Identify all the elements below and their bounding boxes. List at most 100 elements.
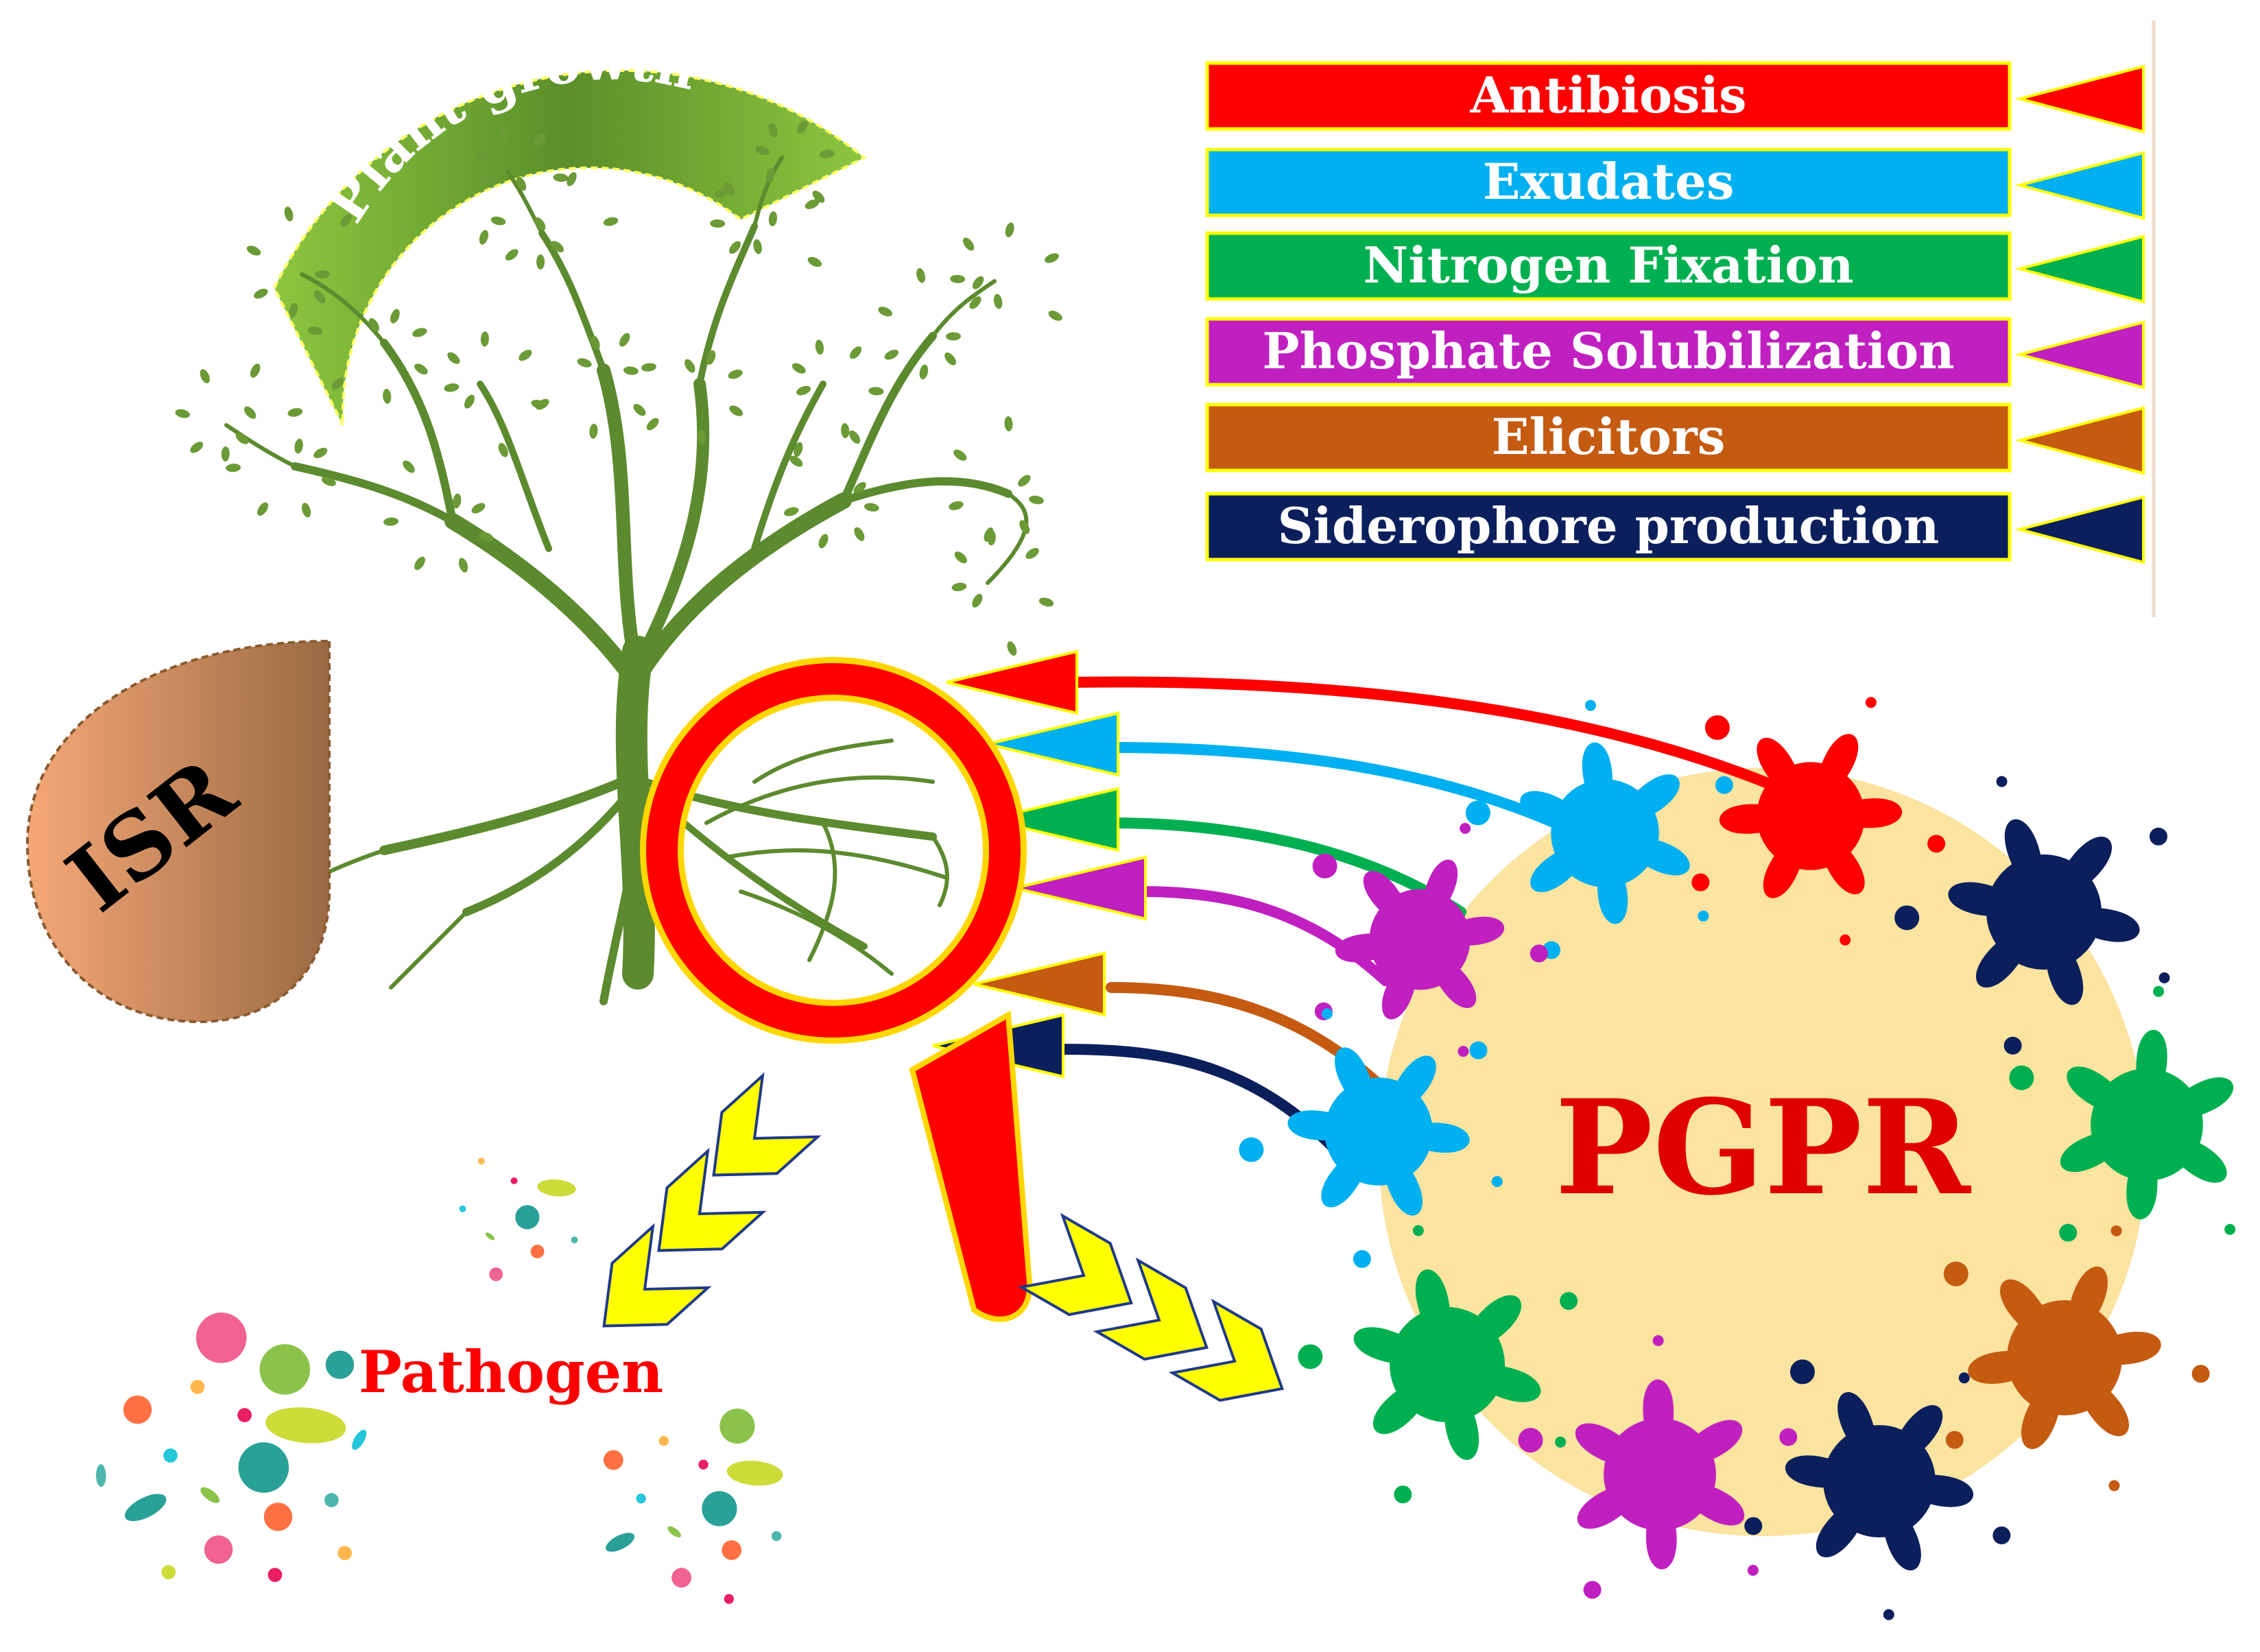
splat-droplet	[1353, 1249, 1371, 1268]
leaf	[553, 173, 569, 182]
mechanism-label: Nitrogen Fixation	[1364, 236, 1854, 294]
microbe	[510, 1177, 518, 1184]
leaf	[789, 455, 803, 467]
mechanism-item: Elicitors	[1205, 403, 2145, 475]
splat-droplet	[2153, 985, 2165, 997]
leaf	[331, 377, 344, 390]
microbe	[702, 1491, 737, 1527]
bacteria-splat	[2009, 985, 2236, 1242]
microbe	[459, 1205, 466, 1212]
splat-droplet	[1779, 1428, 1798, 1446]
leaf	[768, 211, 777, 226]
bacteria-splat	[1298, 1225, 1578, 1504]
mechanism-label: Elicitors	[1492, 407, 1726, 466]
microbe	[259, 1344, 311, 1395]
splat-droplet	[1518, 1428, 1543, 1453]
mechanism-triangle	[2014, 495, 2145, 564]
splat-droplet	[1943, 1261, 1968, 1286]
leaf	[797, 120, 808, 134]
leaf	[257, 502, 268, 516]
leaf	[551, 241, 564, 253]
leaf	[536, 254, 545, 270]
splat-droplet	[2003, 1036, 2022, 1055]
splat-droplet	[2158, 972, 2170, 983]
pathogen-cluster	[96, 1313, 367, 1582]
microbe	[325, 1350, 355, 1379]
microbe	[267, 1568, 283, 1582]
leaf	[313, 290, 326, 304]
leaf	[479, 230, 489, 245]
leaf	[1019, 520, 1030, 534]
leaf	[728, 370, 743, 379]
splat-droplet	[1469, 1041, 1488, 1060]
leaf	[321, 476, 336, 486]
splat-droplet	[2191, 1365, 2210, 1383]
splat-droplet	[1412, 1225, 1424, 1236]
leaf	[818, 534, 829, 549]
arrowhead	[987, 711, 1119, 777]
bacteria-splat	[1943, 1225, 2210, 1492]
microbe	[606, 1533, 635, 1552]
mechanism-box	[1205, 147, 2012, 217]
leaf	[753, 239, 762, 254]
leaf	[383, 517, 399, 526]
splat-droplet	[1996, 776, 2008, 787]
leaf	[796, 385, 811, 396]
microbe	[719, 1409, 755, 1444]
leaf	[536, 398, 549, 410]
arrowhead	[1014, 855, 1147, 921]
pathogen-cluster	[459, 1158, 578, 1282]
chevron-shape	[602, 1223, 712, 1328]
splat-core	[1324, 1077, 1433, 1186]
leaf	[714, 187, 728, 198]
leaf	[1025, 548, 1039, 560]
leaf	[729, 405, 744, 416]
splat-core	[1986, 854, 2102, 970]
pathogen-cluster	[603, 1409, 783, 1604]
mechanism-item: Antibiosis	[1205, 61, 2145, 134]
chevron-shape	[1168, 1298, 1284, 1402]
leaf	[641, 363, 656, 372]
leaf	[534, 133, 546, 146]
leaf	[490, 216, 506, 226]
leaf	[1004, 416, 1013, 431]
leaf	[841, 423, 850, 439]
leaf	[878, 307, 892, 317]
microbe	[237, 1408, 252, 1422]
chevron	[602, 1223, 712, 1328]
splat-droplet	[1465, 800, 1490, 826]
leaf	[792, 363, 806, 374]
splat-droplet	[1491, 1176, 1503, 1188]
leaf	[1029, 495, 1044, 505]
chevron-shape	[1093, 1257, 1209, 1361]
splat-droplet	[1747, 1564, 1759, 1576]
leaf	[849, 430, 861, 444]
leaf	[519, 350, 532, 361]
leaf	[755, 145, 770, 156]
splat-droplet	[1555, 1436, 1567, 1448]
leaf	[951, 582, 967, 592]
splat-droplet	[1789, 1359, 1815, 1385]
splat-droplet	[1993, 1526, 2011, 1544]
leaf	[534, 217, 546, 231]
leaf	[412, 328, 427, 337]
splat-core	[1823, 1425, 1936, 1537]
leaf	[175, 409, 190, 418]
leaf	[685, 359, 695, 373]
mechanism-arrow	[946, 649, 1803, 801]
microbe	[324, 1493, 339, 1507]
leaf	[849, 346, 862, 359]
leaf	[516, 176, 527, 191]
leaf	[235, 432, 249, 444]
splat-droplet	[1704, 715, 1730, 741]
splat-droplet	[1312, 853, 1337, 878]
microbe	[667, 1526, 681, 1537]
leaf	[950, 274, 966, 283]
chevron	[1093, 1257, 1209, 1361]
splat-droplet	[1698, 910, 1709, 922]
microbe	[337, 1546, 353, 1561]
splat-droplet	[2224, 1223, 2236, 1235]
splat-core	[2007, 1300, 2122, 1415]
arrowhead	[973, 951, 1106, 1017]
